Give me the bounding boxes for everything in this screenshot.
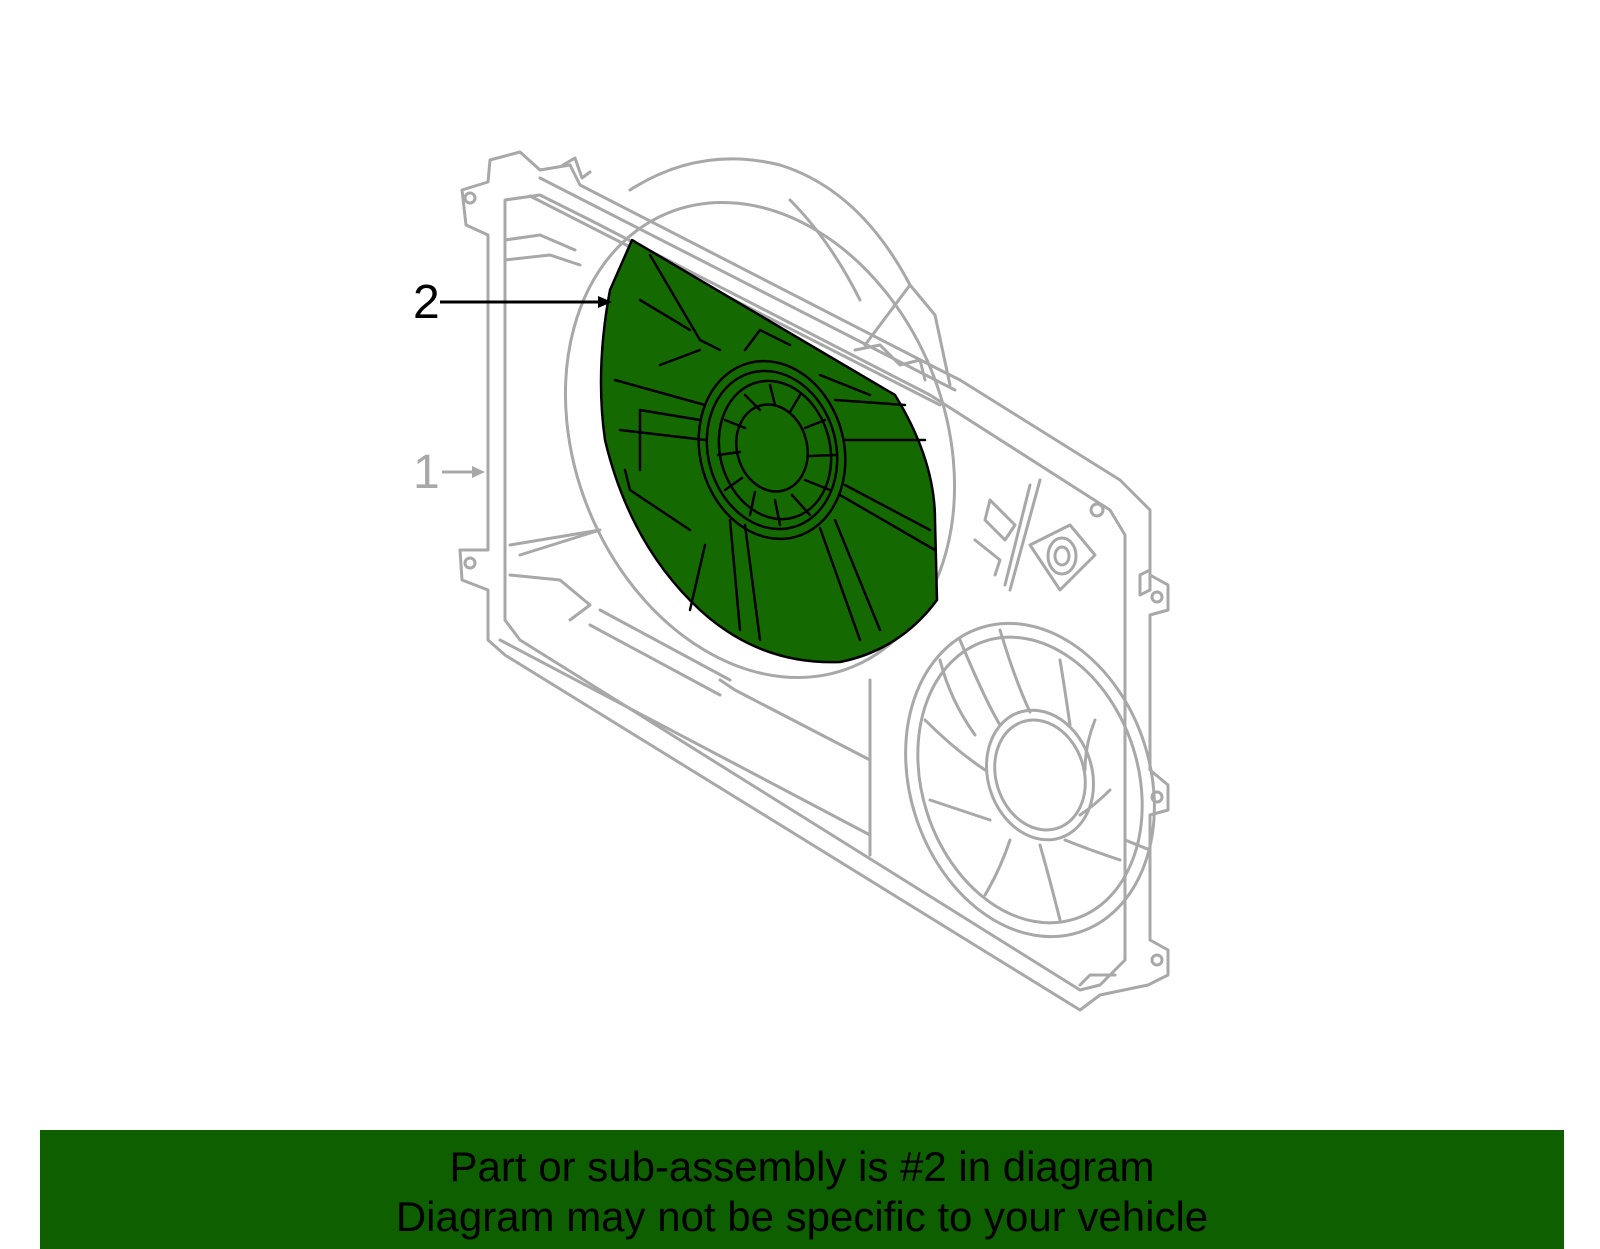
callout-1: 1 [413, 446, 485, 499]
fan-shroud-frame [458, 150, 1170, 1012]
callout-1-arrowhead [472, 466, 485, 478]
callout-1-number: 1 [413, 446, 440, 499]
callout-2-arrowhead [598, 296, 612, 308]
info-banner: Part or sub-assembly is #2 in diagram Di… [40, 1130, 1564, 1249]
fan-assembly-highlight [599, 238, 939, 664]
banner-line-1: Part or sub-assembly is #2 in diagram [449, 1143, 1155, 1190]
callout-2-number: 2 [413, 276, 440, 329]
banner-line-2: Diagram may not be specific to your vehi… [395, 1193, 1209, 1240]
callout-2: 2 [413, 276, 612, 329]
